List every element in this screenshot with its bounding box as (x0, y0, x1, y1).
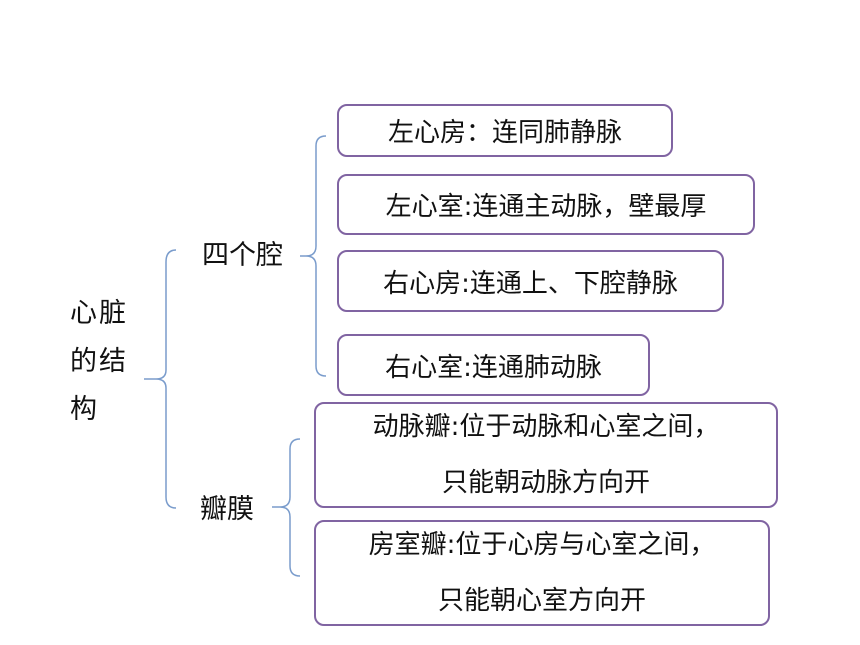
box-right-atrium: 右心房:连通上、下腔静脉 (337, 250, 724, 312)
valves-bracket (272, 438, 301, 577)
box-arterial-valve: 动脉瓣:位于动脉和心室之间， 只能朝动脉方向开 (314, 402, 778, 508)
box-left-atrium: 左心房：连同肺静脉 (337, 104, 673, 157)
chambers-bracket (300, 135, 327, 377)
box-right-ventricle: 右心室:连通肺动脉 (337, 334, 650, 396)
root-label: 心脏的结构 (70, 298, 128, 425)
box-text: 左心房：连同肺静脉 (387, 118, 622, 148)
branch-label-chambers: 四个腔 (202, 240, 283, 271)
box-text: 右心室:连通肺动脉 (385, 352, 602, 383)
box-text: 右心房:连通上、下腔静脉 (383, 268, 678, 299)
box-text-line-1: 房室瓣:位于心房与心室之间， (368, 530, 716, 560)
box-atrioventricular-valve: 房室瓣:位于心房与心室之间， 只能朝心室方向开 (314, 520, 770, 626)
box-left-ventricle: 左心室:连通主动脉，壁最厚 (337, 174, 755, 235)
root-bracket (144, 249, 177, 509)
box-text: 左心室:连通主动脉，壁最厚 (385, 192, 707, 222)
box-text-line-2: 只能朝动脉方向开 (441, 468, 650, 498)
box-text-line-2: 只能朝心室方向开 (437, 586, 646, 616)
branch-label-valves: 瓣膜 (200, 494, 254, 525)
box-text-line-1: 动脉瓣:位于动脉和心室之间， (372, 412, 720, 442)
